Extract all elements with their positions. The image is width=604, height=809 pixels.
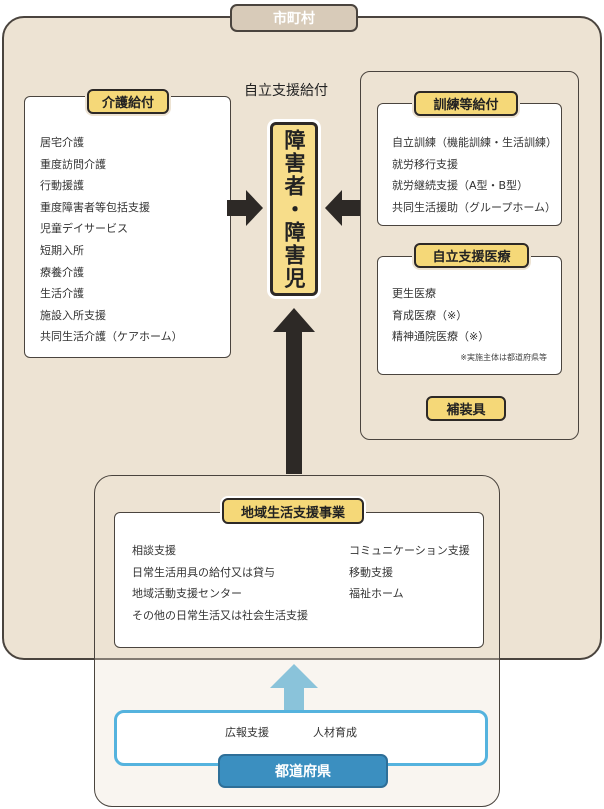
list-item: 更生医療 [392, 287, 436, 300]
medical-list: 更生医療 育成医療（※） 精神通院医療（※） [392, 283, 489, 348]
list-item: 居宅介護 [40, 136, 84, 149]
community-support-card: 相談支援 日常生活用具の給付又は貸与 地域活動支援センター その他の日常生活又は… [114, 512, 484, 648]
list-item: コミュニケーション支援 [349, 544, 470, 557]
list-item: 共同生活援助（グループホーム） [392, 200, 557, 214]
list-item: 福祉ホーム [349, 587, 404, 601]
medical-title: 自立支援医療 [414, 243, 529, 268]
list-item: 育成医療（※） [392, 308, 468, 322]
benefits-title: 自立支援給付 [244, 83, 328, 99]
training-benefits-list: 自立訓練（機能訓練・生活訓練） 就労移行支援 就労継続支援（A型・B型） 共同生… [392, 132, 557, 218]
training-benefits-card: 自立訓練（機能訓練・生活訓練） 就労移行支援 就労継続支援（A型・B型） 共同生… [377, 103, 562, 226]
arrow-up-blue-icon [270, 664, 318, 712]
list-item: 就労継続支援（A型・B型） [392, 179, 529, 193]
list-item: 日常生活用具の給付又は貸与 [132, 565, 275, 579]
list-item: 施設入所支援 [40, 308, 106, 322]
list-item: 児童デイサービス [40, 222, 128, 236]
medical-card: 更生医療 育成医療（※） 精神通院医療（※） ※実施主体は都道府県等 [377, 256, 562, 375]
list-item: 重度訪問介護 [40, 157, 106, 171]
list-item: 就労移行支援 [392, 157, 458, 171]
medical-note: ※実施主体は都道府県等 [460, 353, 547, 362]
list-item: 生活介護 [40, 287, 84, 301]
list-item: 行動援護 [40, 179, 84, 193]
list-item: 重度障害者等包括支援 [40, 200, 150, 214]
list-item: その他の日常生活又は社会生活支援 [132, 608, 308, 622]
devices-title: 補装具 [426, 396, 506, 421]
list-item: 移動支援 [349, 565, 393, 579]
community-support-title: 地域生活支援事業 [222, 498, 364, 524]
care-benefits-list: 居宅介護 重度訪問介護 行動援護 重度障害者等包括支援 児童デイサービス 短期入… [40, 132, 183, 348]
prefecture-item: 人材育成 [313, 726, 357, 739]
prefecture-item: 広報支援 [225, 726, 269, 739]
care-benefits-card: 居宅介護 重度訪問介護 行動援護 重度障害者等包括支援 児童デイサービス 短期入… [24, 96, 231, 358]
list-item: 共同生活介護（ケアホーム） [40, 330, 183, 344]
list-item: 精神通院医療（※） [392, 330, 490, 344]
list-item: 短期入所 [40, 243, 84, 257]
target-persons-label: 障害者・障害児 [282, 128, 306, 290]
community-left-list: 相談支援 日常生活用具の給付又は貸与 地域活動支援センター その他の日常生活又は… [132, 540, 308, 626]
list-item: 相談支援 [132, 544, 176, 557]
training-benefits-title: 訓練等給付 [414, 91, 518, 116]
prefecture-label: 都道府県 [218, 754, 388, 788]
community-right-list: コミュニケーション支援 移動支援 福祉ホーム [349, 540, 470, 605]
target-persons-box: 障害者・障害児 [270, 122, 318, 296]
care-benefits-title: 介護給付 [87, 89, 169, 114]
municipality-label: 市町村 [230, 4, 358, 32]
list-item: 地域活動支援センター [132, 587, 242, 601]
arrow-left-icon [325, 190, 360, 226]
arrow-up-icon [273, 308, 315, 474]
list-item: 療養介護 [40, 265, 84, 279]
list-item: 自立訓練（機能訓練・生活訓練） [392, 136, 557, 149]
arrow-right-icon [227, 190, 263, 226]
